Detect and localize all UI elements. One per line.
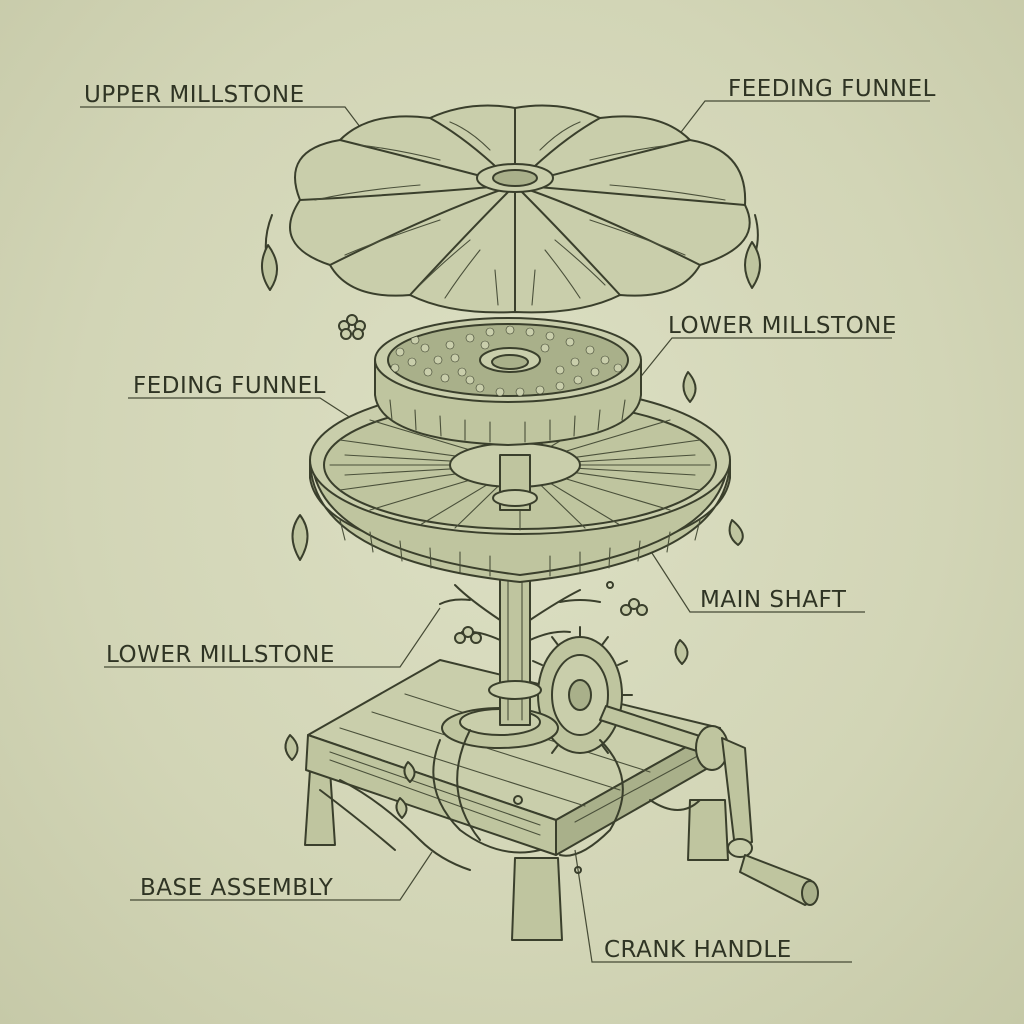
label-main-shaft: MAIN SHAFT (700, 587, 847, 613)
label-lower-millstone-right: LOWER MILLSTONE (668, 313, 897, 339)
leader-lower-millstone-right (629, 337, 892, 391)
leader-base-assembly (130, 851, 433, 901)
label-feeding-funnel-top: FEEDING FUNNEL (728, 76, 936, 102)
lower-millstone-drawing (374, 317, 642, 446)
decorative-leaves (261, 214, 761, 874)
label-lower-millstone-left: LOWER MILLSTONE (106, 642, 335, 668)
label-feding-funnel-left: FEDING FUNNEL (133, 373, 326, 399)
upper-millstone-drawing (289, 104, 751, 314)
main-shaft-drawing (439, 559, 601, 726)
label-crank-handle: CRANK HANDLE (604, 937, 792, 963)
leader-main-shaft (649, 549, 865, 613)
label-upper-millstone-top: UPPER MILLSTONE (84, 82, 305, 108)
crank-handle-drawing (599, 705, 819, 906)
leader-lower-millstone-left (104, 607, 441, 668)
gear-drawing (441, 626, 633, 754)
leader-lines (80, 100, 930, 963)
leader-crank-handle (574, 849, 852, 963)
label-base-assembly: BASE ASSEMBLY (140, 875, 334, 901)
